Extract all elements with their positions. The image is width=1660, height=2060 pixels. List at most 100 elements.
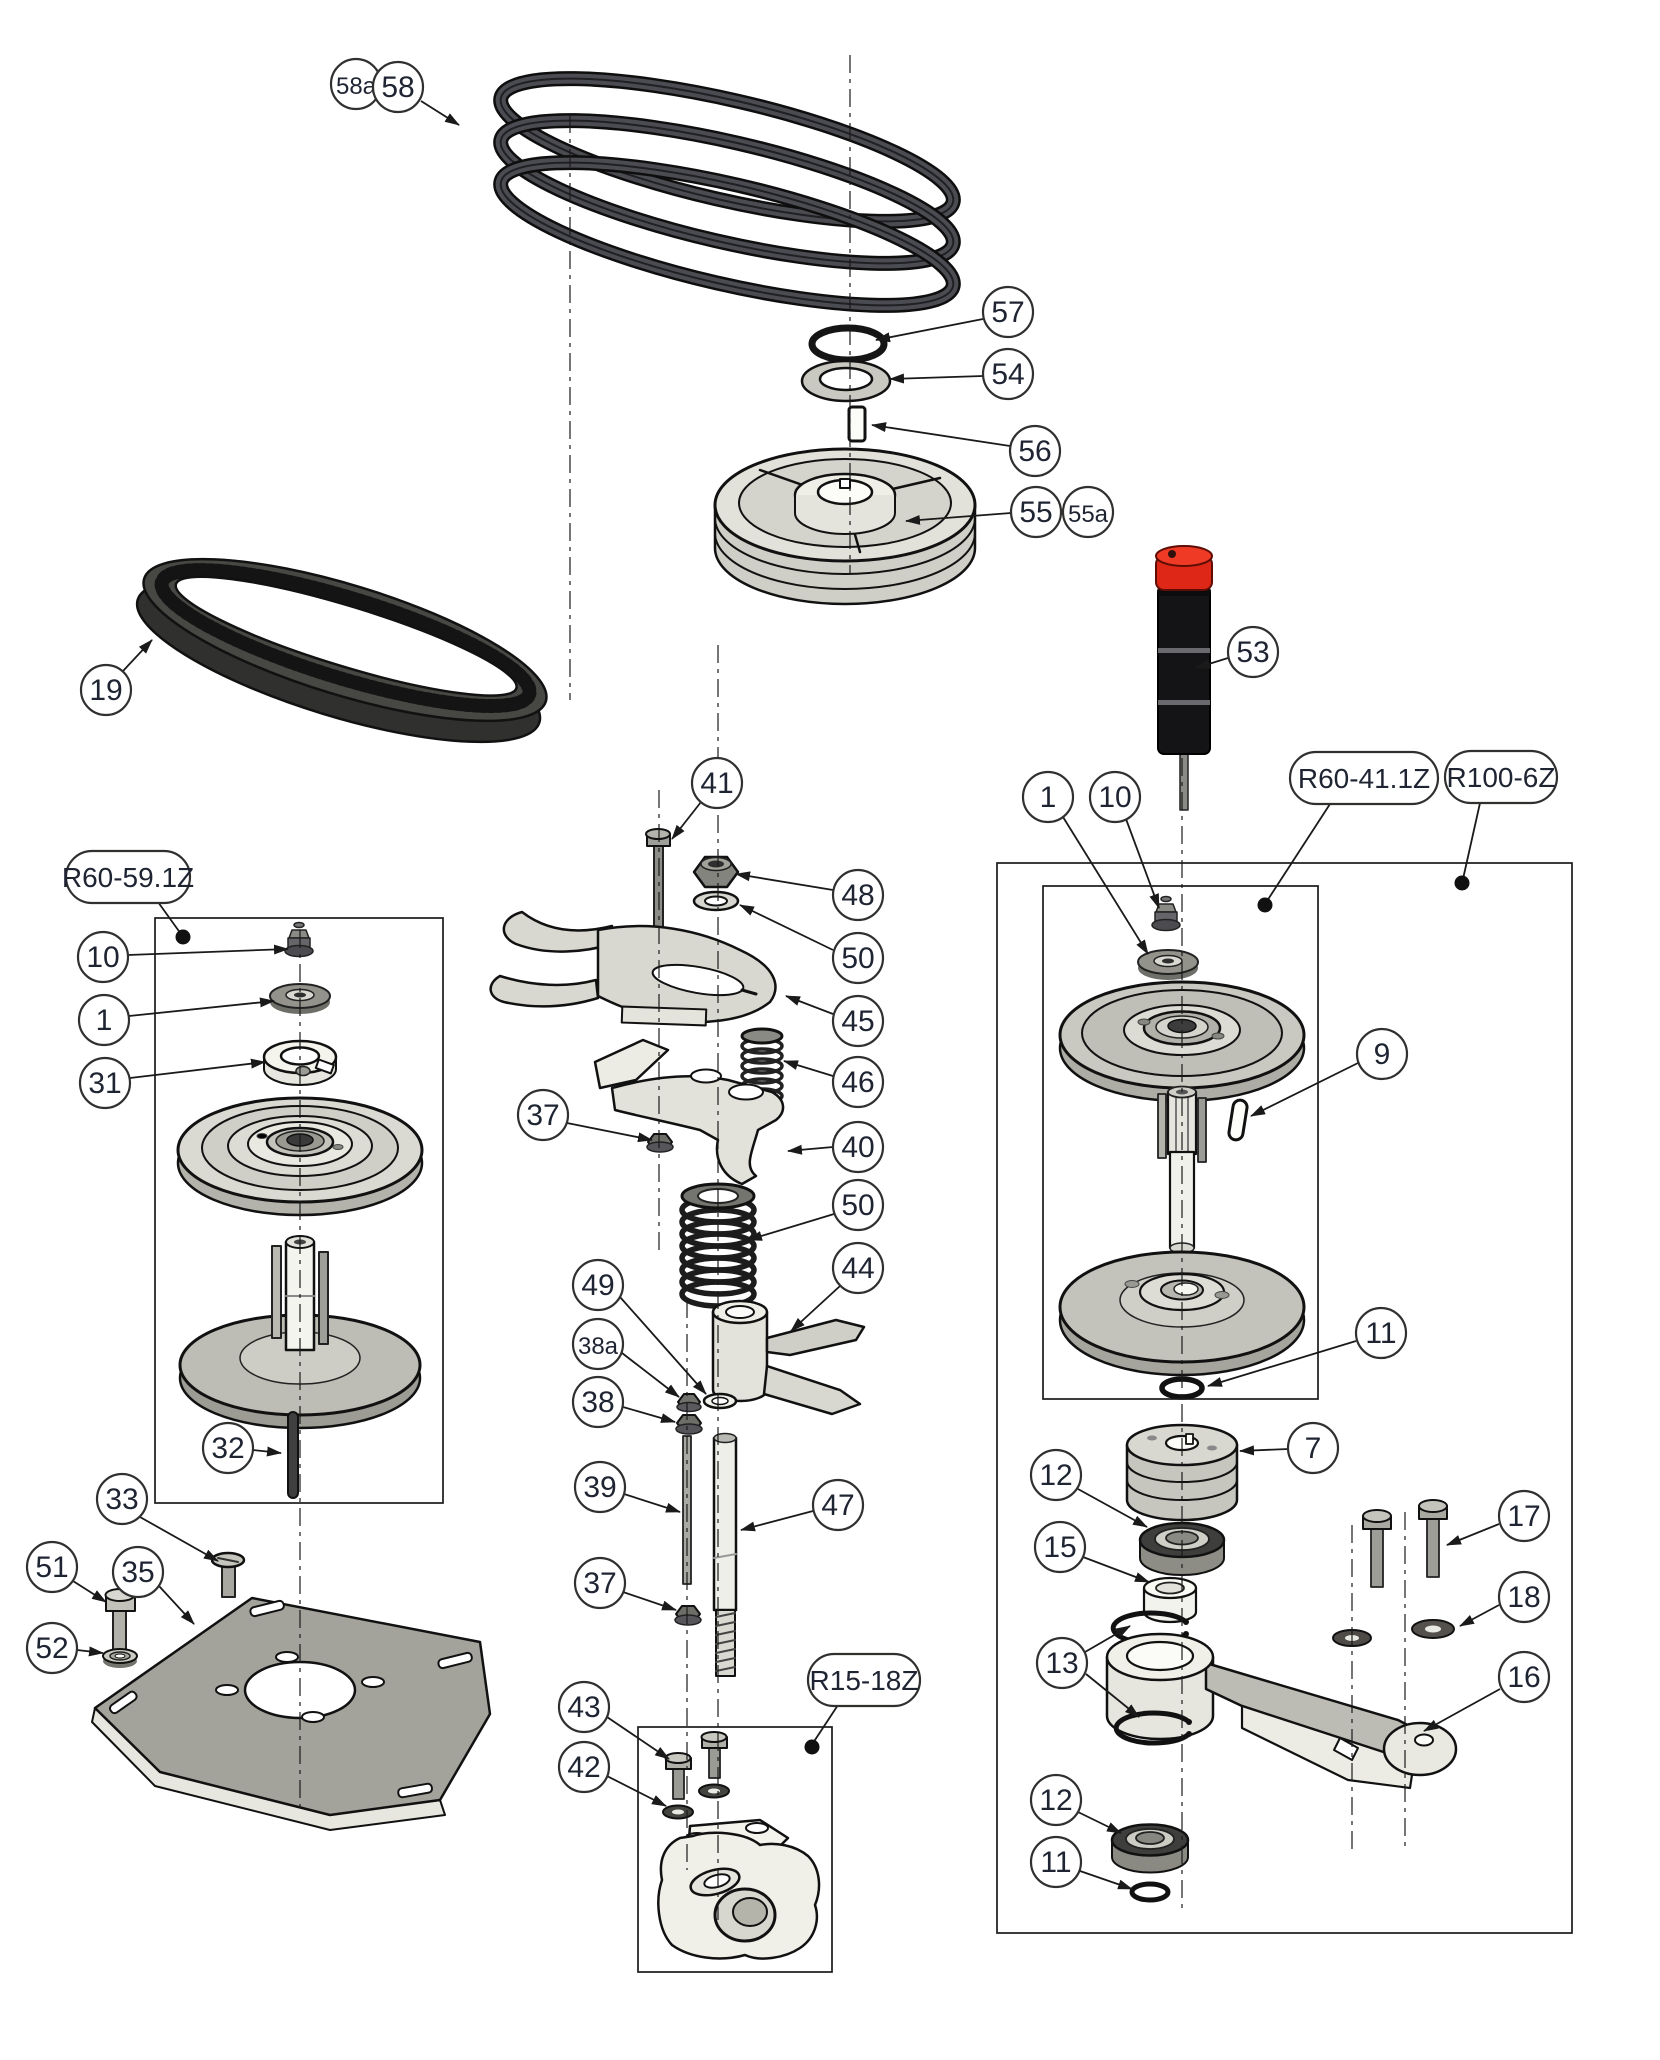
part-key-32	[287, 1411, 299, 1499]
callout-bubble	[1061, 485, 1115, 539]
callout-51-14: 51	[25, 1540, 107, 1603]
callout-32-12: 32	[201, 1421, 282, 1475]
callout-bubble	[571, 1375, 625, 1429]
part-nut-37-lower	[674, 1605, 702, 1626]
callout-bubble	[831, 931, 885, 985]
callout-number: 57	[991, 296, 1024, 329]
callout-leader	[1239, 1445, 1289, 1456]
ref-label-bubble	[64, 849, 192, 905]
callout-number: 40	[841, 1131, 874, 1164]
callout-bubble	[95, 1472, 149, 1526]
part-washer-52	[102, 1648, 138, 1668]
callout-leader	[566, 1122, 653, 1143]
callout-number: 37	[526, 1099, 559, 1132]
callout-leader	[1085, 1673, 1140, 1718]
callout-bubble	[1354, 1306, 1408, 1360]
ref-leader-line	[812, 1704, 839, 1744]
callout-leader	[127, 944, 289, 956]
callout-number: 54	[991, 358, 1024, 391]
callout-number: 1	[96, 1004, 113, 1037]
callout-number: 39	[583, 1471, 616, 1504]
callout-9-36: 9	[1250, 1027, 1409, 1117]
part-shaft-47	[712, 1432, 738, 1677]
callout-38a-26: 38a	[571, 1317, 680, 1398]
callout-number: 47	[821, 1489, 854, 1522]
callout-37-31: 37	[573, 1556, 677, 1611]
callout-bubble	[1029, 1835, 1083, 1889]
part-bracket-40	[593, 1038, 785, 1186]
callout-11-43: 11	[1029, 1835, 1133, 1890]
part-nut-38	[675, 1414, 703, 1435]
callout-58-1: 58	[371, 60, 460, 126]
callout-bubble	[557, 1740, 611, 1794]
part-bolt-43-pair	[664, 1731, 728, 1800]
part-housing-casting	[657, 1818, 821, 1960]
part-fitting-10-right	[1151, 895, 1181, 932]
callout-bubble	[111, 1545, 165, 1599]
callout-bubble	[1021, 770, 1075, 824]
callout-leader	[129, 1058, 266, 1079]
callout-58a-0: 58a	[329, 57, 383, 111]
callout-number: 52	[35, 1632, 68, 1665]
callout-bubble	[981, 285, 1035, 339]
callout-leader	[1084, 1625, 1131, 1653]
part-drive-belts-58	[493, 71, 961, 313]
callout-10-35: 10	[1088, 770, 1160, 909]
callout-leader	[1077, 1811, 1122, 1834]
callout-bubble	[201, 1421, 255, 1475]
callout-57-2: 57	[875, 285, 1035, 343]
part-washer-42-pair	[662, 1783, 730, 1820]
part-tool-53	[1155, 545, 1213, 811]
callout-number: 37	[583, 1567, 616, 1600]
callout-number: 35	[121, 1556, 154, 1589]
callout-number: 7	[1305, 1432, 1322, 1465]
callout-12-39: 12	[1029, 1448, 1148, 1528]
callout-leader	[905, 512, 1012, 525]
callout-number: 43	[567, 1691, 600, 1724]
callout-46-21: 46	[783, 1055, 885, 1109]
callout-leader	[139, 1516, 219, 1562]
callout-leader	[747, 1213, 835, 1241]
callout-leader	[76, 1646, 104, 1657]
callout-52-16: 52	[25, 1621, 104, 1675]
ref-label-bubble	[1443, 749, 1559, 805]
callout-bubble	[1355, 1027, 1409, 1081]
callout-number: 46	[841, 1066, 874, 1099]
callout-44-24: 44	[790, 1241, 885, 1332]
callout-1-34: 1	[1021, 770, 1149, 955]
callout-7-38: 7	[1239, 1421, 1340, 1475]
callout-leader	[1207, 1340, 1357, 1387]
callout-bubble	[1497, 1489, 1551, 1543]
ref-label-r60-59.1z: R60-59.1Z	[62, 849, 194, 945]
ref-label-r60-41.1z: R60-41.1Z	[1257, 750, 1440, 913]
callout-leader	[783, 1060, 834, 1077]
callout-bubble	[571, 1258, 625, 1312]
callout-bubble	[1029, 1448, 1083, 1502]
callout-bubble	[573, 1556, 627, 1610]
callout-19-7: 19	[79, 639, 153, 717]
callout-number: 44	[841, 1252, 874, 1285]
callout-leader	[1459, 1604, 1500, 1627]
part-washer-54	[800, 359, 892, 403]
callout-leader	[889, 373, 984, 384]
part-circlip-13-lower	[1113, 1710, 1192, 1746]
callout-leader	[128, 997, 275, 1017]
group-box-r60-41	[1042, 885, 1319, 1400]
callout-49-25: 49	[571, 1258, 707, 1395]
callout-56-4: 56	[871, 422, 1062, 478]
callout-number: 53	[1236, 636, 1269, 669]
callout-55-5: 55	[905, 485, 1063, 539]
ref-leader-line	[1462, 802, 1481, 880]
callout-number: 55	[1019, 496, 1052, 529]
callout-leader	[622, 1406, 676, 1423]
callout-bubble	[371, 60, 425, 114]
callout-leader	[1195, 657, 1229, 669]
callout-bubble	[1497, 1650, 1551, 1704]
callout-bubble	[831, 1055, 885, 1109]
callout-number: 41	[700, 767, 733, 800]
callout-number: 9	[1374, 1038, 1391, 1071]
callout-50-19: 50	[739, 904, 885, 985]
part-washer-49	[702, 1392, 738, 1410]
callout-50-23: 50	[747, 1178, 885, 1241]
